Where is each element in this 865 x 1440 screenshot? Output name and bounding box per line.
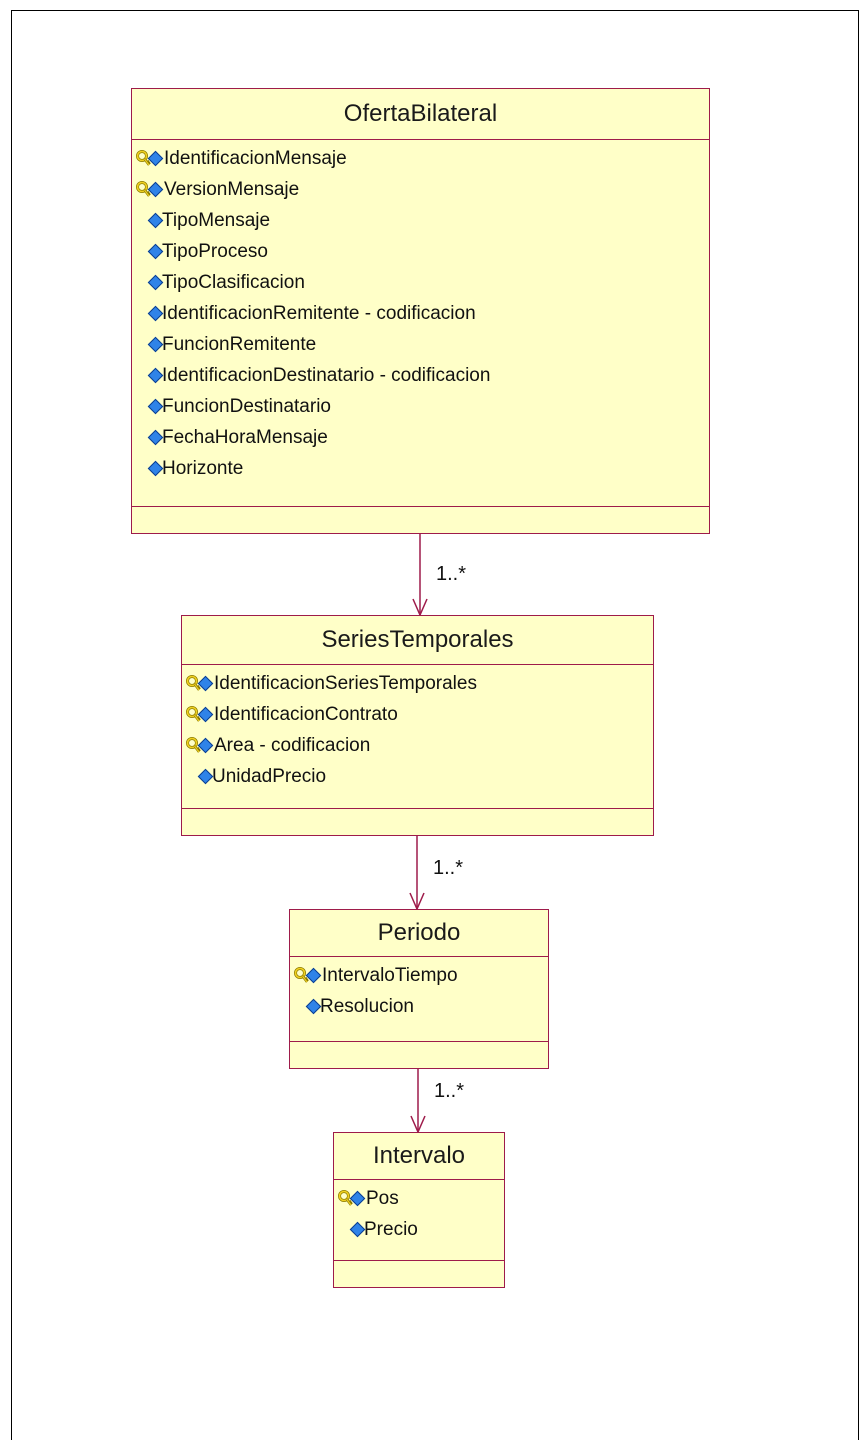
primary-key-icon bbox=[290, 966, 322, 986]
key-attribute: IdentificacionSeriesTemporales bbox=[182, 668, 653, 699]
multiplicity-label: 1..* bbox=[433, 857, 464, 879]
multiplicity-label: 1..* bbox=[436, 563, 467, 585]
primary-key-icon bbox=[132, 149, 164, 169]
key-attribute: Pos bbox=[334, 1183, 504, 1214]
key-attribute: VersionMensaje bbox=[132, 174, 709, 205]
attribute: FuncionDestinatario bbox=[132, 391, 709, 422]
attribute-label: Resolucion bbox=[320, 996, 414, 1017]
attribute: TipoClasificacion bbox=[132, 267, 709, 298]
attribute-diamond-icon bbox=[132, 273, 164, 293]
primary-key-icon bbox=[182, 674, 214, 694]
key-attribute: IntervaloTiempo bbox=[290, 960, 548, 991]
attribute-diamond-icon bbox=[132, 304, 164, 324]
class-name: Intervalo bbox=[334, 1133, 504, 1180]
primary-key-icon bbox=[182, 736, 214, 756]
attribute-label: FuncionRemitente bbox=[162, 334, 317, 355]
attribute-diamond-icon bbox=[290, 997, 322, 1017]
attribute-label: UnidadPrecio bbox=[212, 766, 327, 787]
attribute: TipoMensaje bbox=[132, 205, 709, 236]
attribute-diamond-icon bbox=[132, 242, 164, 262]
attribute: TipoProceso bbox=[132, 236, 709, 267]
key-attribute: IdentificacionContrato bbox=[182, 699, 653, 730]
attribute-label: IdentificacionMensaje bbox=[164, 148, 347, 169]
class-name: SeriesTemporales bbox=[182, 616, 653, 665]
diagram-canvas bbox=[11, 10, 859, 1440]
key-attribute: Area - codificacion bbox=[182, 730, 653, 761]
operation-compartment bbox=[290, 1042, 548, 1068]
attribute: FuncionRemitente bbox=[132, 329, 709, 360]
attribute-diamond-icon bbox=[132, 335, 164, 355]
attribute-label: TipoClasificacion bbox=[162, 272, 305, 293]
primary-key-icon bbox=[334, 1189, 366, 1209]
attribute: IdentificacionRemitente - codificacion bbox=[132, 298, 709, 329]
attribute-label: Pos bbox=[366, 1188, 399, 1209]
attribute-label: Area - codificacion bbox=[214, 735, 371, 756]
attribute-label: Horizonte bbox=[162, 458, 244, 479]
multiplicity-label: 1..* bbox=[434, 1080, 465, 1102]
association-arrow[interactable] bbox=[410, 1069, 426, 1134]
attribute: Horizonte bbox=[132, 453, 709, 484]
class-name: OfertaBilateral bbox=[132, 89, 709, 140]
operation-compartment bbox=[132, 507, 709, 533]
key-attribute: IdentificacionMensaje bbox=[132, 143, 709, 174]
attribute-label: IdentificacionRemitente - codificacion bbox=[162, 303, 476, 324]
class-name: Periodo bbox=[290, 910, 548, 957]
attribute-diamond-icon bbox=[132, 397, 164, 417]
association-arrow[interactable] bbox=[409, 836, 425, 911]
attribute-diamond-icon bbox=[182, 767, 214, 787]
attribute-label: IdentificacionContrato bbox=[214, 704, 398, 725]
attribute-diamond-icon bbox=[132, 366, 164, 386]
attribute-label: IntervaloTiempo bbox=[322, 965, 458, 986]
operation-compartment bbox=[334, 1261, 504, 1287]
attribute-diamond-icon bbox=[132, 211, 164, 231]
attribute-label: IdentificacionDestinatario - codificacio… bbox=[162, 365, 491, 386]
attribute-label: FuncionDestinatario bbox=[162, 396, 331, 417]
attribute-label: VersionMensaje bbox=[164, 179, 300, 200]
primary-key-icon bbox=[182, 705, 214, 725]
attribute: Resolucion bbox=[290, 991, 548, 1022]
association-arrow[interactable] bbox=[412, 534, 428, 617]
operation-compartment bbox=[182, 809, 653, 835]
attribute: IdentificacionDestinatario - codificacio… bbox=[132, 360, 709, 391]
attribute-label: Precio bbox=[364, 1219, 418, 1240]
attribute: Precio bbox=[334, 1214, 504, 1245]
primary-key-icon bbox=[132, 180, 164, 200]
attribute-label: IdentificacionSeriesTemporales bbox=[214, 673, 477, 694]
attribute-diamond-icon bbox=[132, 428, 164, 448]
attribute-label: TipoMensaje bbox=[162, 210, 271, 231]
attribute-label: TipoProceso bbox=[162, 241, 268, 262]
attribute-diamond-icon bbox=[132, 459, 164, 479]
attribute: FechaHoraMensaje bbox=[132, 422, 709, 453]
attribute-diamond-icon bbox=[334, 1220, 366, 1240]
attribute: UnidadPrecio bbox=[182, 761, 653, 792]
attribute-label: FechaHoraMensaje bbox=[162, 427, 328, 448]
